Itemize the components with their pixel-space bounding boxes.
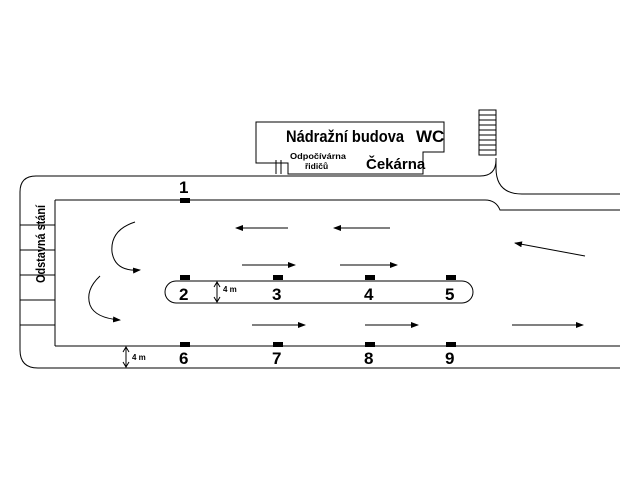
road-left-curve — [19, 175, 620, 369]
stand-number-5: 5 — [445, 285, 454, 304]
road-top-edge — [36, 158, 620, 195]
stand-number-4: 4 — [364, 285, 374, 304]
stand-marker-3 — [273, 275, 283, 280]
stand-marker-6 — [180, 342, 190, 347]
central-island — [164, 280, 474, 304]
station-building-outline — [255, 121, 445, 175]
stand-marker-7 — [273, 342, 283, 347]
lane-width-label: 4 m — [132, 353, 146, 362]
wc-label: WC — [416, 127, 444, 146]
stand-number-3: 3 — [272, 285, 281, 304]
stand-number-1: 1 — [179, 178, 188, 197]
rest-room-label-line2: řidičů — [305, 161, 328, 171]
island-width-label: 4 m — [223, 285, 237, 294]
stand-number-9: 9 — [445, 349, 454, 368]
stand-number-6: 6 — [179, 349, 188, 368]
stand-marker-8 — [365, 342, 375, 347]
stand-marker-5 — [446, 275, 456, 280]
stand-marker-9 — [446, 342, 456, 347]
arrow-diagonal-entry — [514, 241, 586, 257]
waiting-room-label: Čekárna — [366, 155, 426, 173]
stand-number-7: 7 — [272, 349, 281, 368]
rest-room-label-line1: Odpočívárna — [290, 151, 346, 161]
arrow-turn-lower — [88, 275, 121, 323]
stand-number-8: 8 — [364, 349, 373, 368]
traffic-arrows — [88, 221, 586, 328]
staircase — [478, 109, 497, 156]
stand-marker-1 — [180, 198, 190, 203]
stand-marker-4 — [365, 275, 375, 280]
parking-label: Odstavná stání — [33, 205, 48, 283]
road-inner-top-edge — [55, 199, 620, 211]
station-building-title: Nádražní budova — [286, 127, 404, 146]
stand-marker-2 — [180, 275, 190, 280]
parking-stalls — [20, 200, 56, 346]
dimension-lane — [122, 346, 130, 368]
arrow-turn-upper — [111, 221, 141, 274]
stand-number-2: 2 — [179, 285, 188, 304]
dimension-island — [213, 281, 221, 303]
